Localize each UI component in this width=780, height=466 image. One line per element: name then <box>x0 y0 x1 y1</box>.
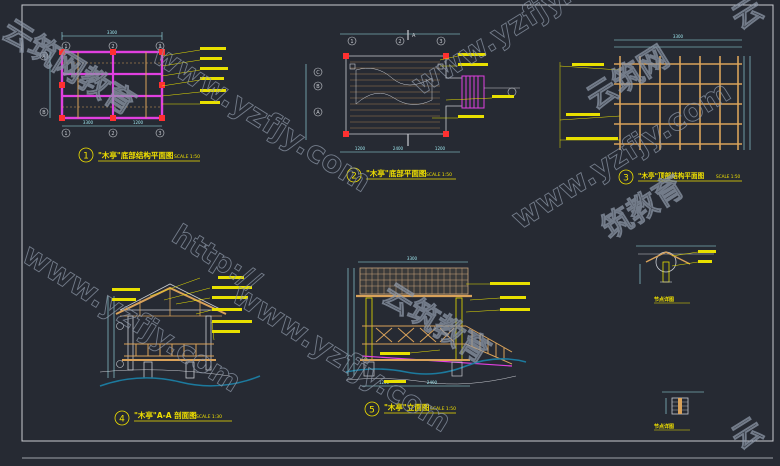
elev-dim-top: 3300 <box>407 256 418 261</box>
plan1-axis-top-2: 2 <box>111 44 114 50</box>
plan1-axis-top-1: 1 <box>64 44 67 50</box>
drawing-4-number: 4 <box>119 415 125 425</box>
drawing-5-elevation: 3300 <box>345 256 530 417</box>
plan2-dim-bottom-2: 2400 <box>393 146 404 151</box>
plan1-dim-bottom-2: 1200 <box>133 120 144 125</box>
plan2-axis-top-3: 3 <box>439 39 442 45</box>
drawing-1-number: 1 <box>83 152 89 162</box>
drawing-1-scale: SCALE 1:50 <box>174 154 200 160</box>
plan1-axis-bottom-3: 3 <box>158 131 161 137</box>
drawing-2-title: "木亭"底部平面图 <box>366 168 427 178</box>
drawing-2-bottom-plan: 1 2 3 A C B A <box>305 30 520 183</box>
plan1-axis-left-b: B <box>42 110 46 116</box>
watermark-name-1: 云筑网教育 <box>0 13 142 122</box>
drawing-4-section-a-a: 4 "木亭"A-A 剖面图 SCALE 1:30 <box>99 276 261 426</box>
watermark-layer: www.yzfjy.com www.yzfjy.com http:// www.… <box>0 0 770 457</box>
watermark-name-5: 云 <box>726 411 770 457</box>
sheet-frame <box>21 4 774 442</box>
drawing-3-title: "木亭"顶部结构平面图 <box>638 171 705 180</box>
plan2-axis-left-a: A <box>316 110 320 116</box>
detail-1-title: 节点详图 <box>654 296 674 303</box>
plan3-dim-top: 3300 <box>673 34 684 39</box>
plan2-axis-left-c: C <box>316 70 320 76</box>
plan2-axis-top-2: 2 <box>398 39 401 45</box>
plan2-axis-top-1: 1 <box>350 39 353 45</box>
drawing-4-title: "木亭"A-A 剖面图 <box>134 410 197 420</box>
drawing-2-scale: SCALE 1:50 <box>426 172 452 178</box>
drawing-4-scale: SCALE 1:30 <box>196 414 222 420</box>
watermark-domain-1: www.yzfjy.com <box>146 37 377 200</box>
plan2-dim-bottom-1: 1200 <box>355 146 366 151</box>
watermark-name-2: 云筑网 <box>581 39 676 116</box>
plan1-axis-left-a: A <box>42 54 46 60</box>
plan2-dim-bottom-3: 1200 <box>435 146 446 151</box>
plan1-axis-top-3: 3 <box>158 44 161 50</box>
elev-dim-bottom-2: 2400 <box>427 380 438 385</box>
drawing-1-title: "木亭"底部结构平面图 <box>98 150 174 160</box>
drawing-5-title: "木亭"立面图 <box>384 402 430 412</box>
drawing-1-bottom-structure-plan: 3300 1 2 3 A B <box>39 30 228 163</box>
detail-2-title: 节点详图 <box>654 423 674 430</box>
plan2-section-mark-top: A <box>412 33 416 39</box>
plan2-axis-left-b: B <box>316 84 320 90</box>
drawing-3-scale: SCALE 1:50 <box>716 174 740 179</box>
plan1-axis-bottom-1: 1 <box>64 131 67 137</box>
detail-2: 节点详图 <box>654 391 704 431</box>
plan1-axis-bottom-2: 2 <box>111 131 114 137</box>
drawing-5-scale: SCALE 1:50 <box>430 406 456 412</box>
plan1-dim-bottom-1: 3300 <box>83 120 94 125</box>
drawing-2-number: 2 <box>351 172 357 182</box>
drawing-3-number: 3 <box>623 174 629 184</box>
detail-1: 节点详图 <box>636 245 716 304</box>
watermark-name-6: 云 <box>726 0 770 37</box>
drawing-3-top-structure-plan: 3300 3 "木亭"顶部结构平面图 SCALE 1:50 <box>559 34 751 185</box>
drawing-5-number: 5 <box>369 406 375 416</box>
plan1-dim-top: 3300 <box>107 30 118 35</box>
